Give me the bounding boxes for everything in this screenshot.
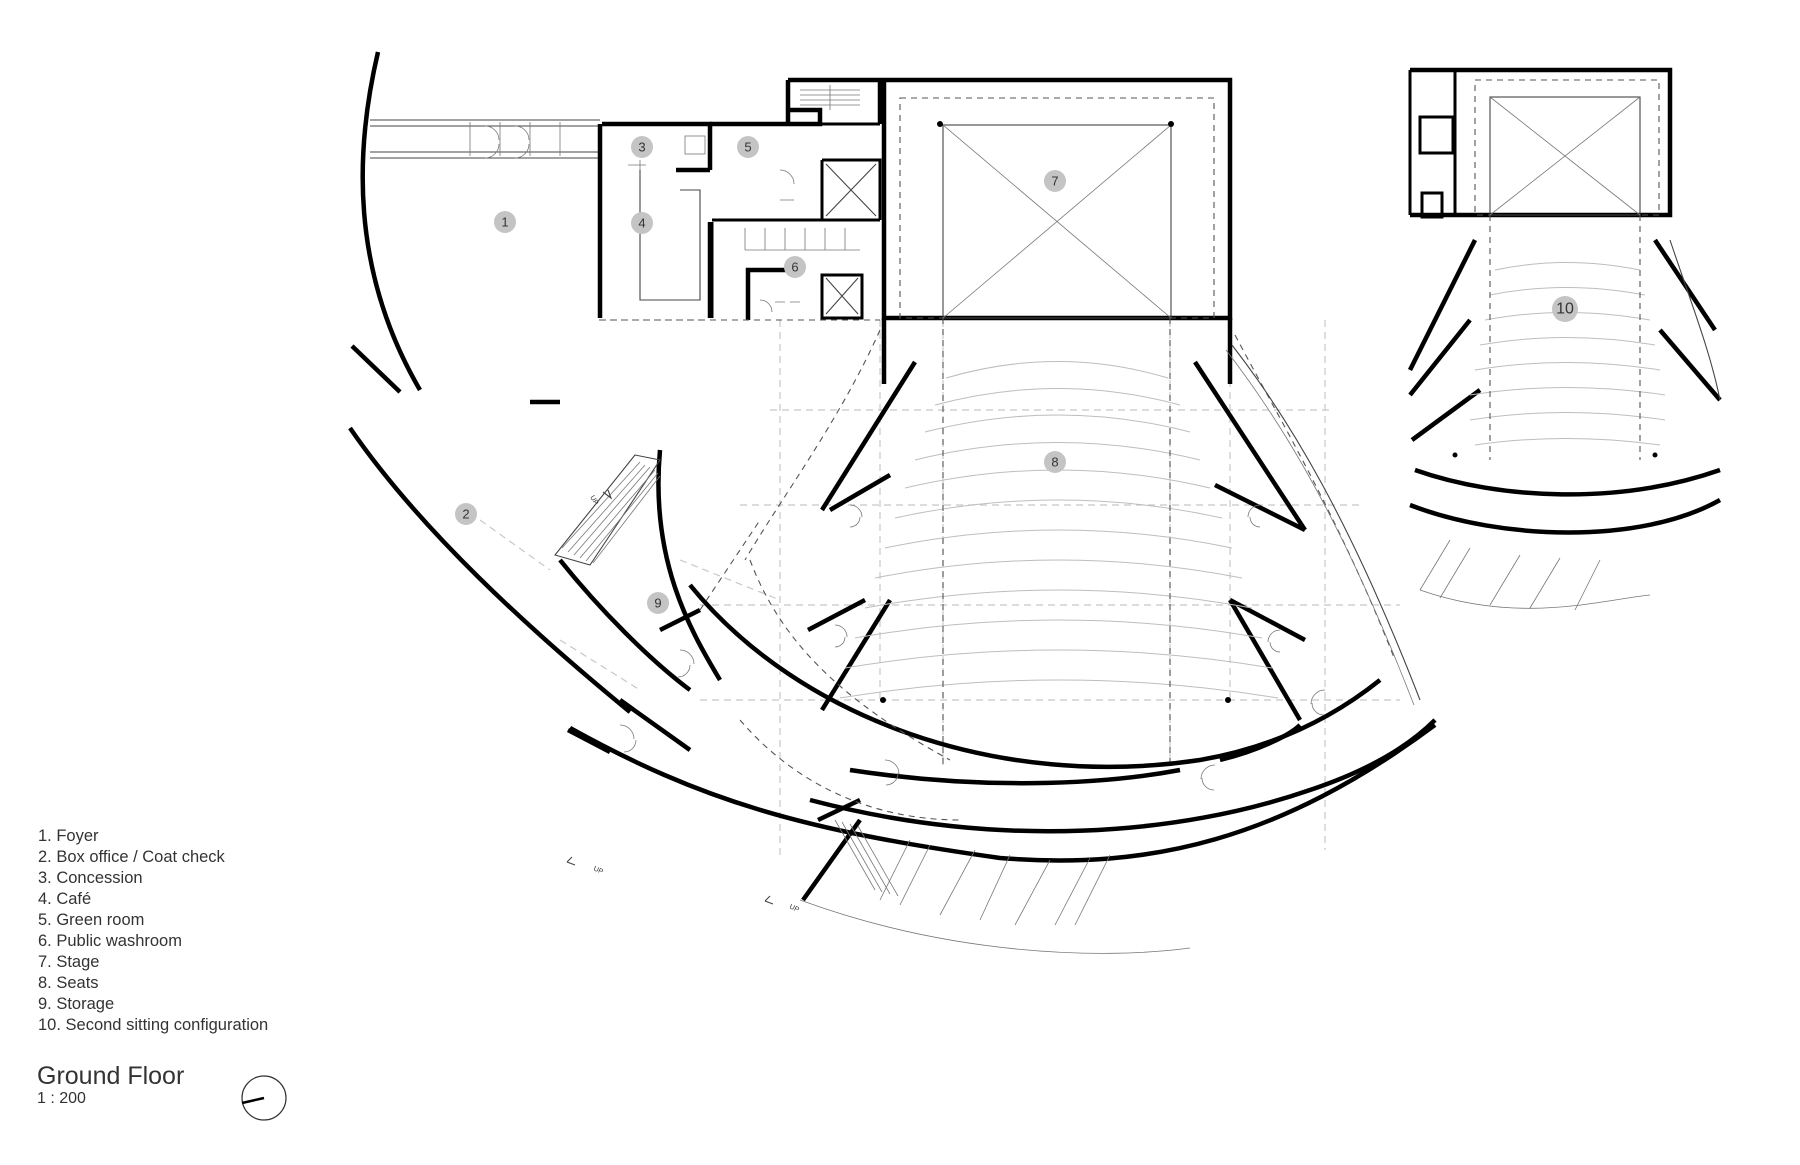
entrance-up-label-1: UP (592, 865, 604, 876)
room-number: 9 (654, 596, 661, 611)
room-number: 6 (791, 260, 798, 275)
legend-item-cafe: 4. Café (38, 890, 92, 908)
legend-item-green-room: 5. Green room (38, 911, 145, 929)
stage-block (881, 77, 1233, 384)
plan-title: Ground Floor (37, 1062, 185, 1090)
stair-up-label: UP (588, 495, 599, 507)
entrance-stair: UP UP (566, 819, 1111, 926)
room-tag-seats: 8 (1044, 451, 1066, 473)
room-tags: 1 2 3 4 5 6 7 8 (455, 136, 1578, 614)
legend-item-concession: 3. Concession (38, 869, 143, 887)
legend: 1. Foyer 2. Box office / Coat check 3. C… (38, 826, 268, 1036)
legend-item-foyer: 1. Foyer (38, 827, 99, 845)
legend-item-storage: 9. Storage (38, 995, 115, 1013)
service-block-walls (597, 77, 883, 321)
room-tag-washroom: 6 (784, 256, 806, 278)
room-tag-stage: 7 (1044, 170, 1066, 192)
entrance-up-label-2: UP (788, 903, 800, 914)
auditorium-walls (744, 329, 1421, 722)
room-tag-box-office: 2 (455, 503, 477, 525)
room-tag-concession: 3 (631, 136, 653, 158)
legend-item-box-office: 2. Box office / Coat check (38, 848, 225, 866)
legend-item-stage: 7. Stage (38, 953, 100, 971)
second-configuration (1407, 67, 1722, 611)
room-tag-cafe: 4 (631, 212, 653, 234)
seating-rows (839, 318, 1279, 765)
room-number: 4 (638, 216, 645, 231)
room-number: 10 (1556, 301, 1574, 318)
room-tag-storage: 9 (647, 592, 669, 614)
room-tag-green-room: 5 (737, 136, 759, 158)
room-tag-foyer: 1 (494, 211, 516, 233)
room-number: 1 (501, 215, 508, 230)
legend-item-washroom: 6. Public washroom (38, 932, 182, 950)
title-block: Ground Floor 1 : 200 (37, 1062, 184, 1108)
room-number: 8 (1051, 455, 1058, 470)
room-tag-second-configuration: 10 (1552, 296, 1578, 322)
legend-item-second-configuration: 10. Second sitting configuration (38, 1016, 269, 1034)
room-number: 3 (638, 140, 645, 155)
plan-scale: 1 : 200 (37, 1090, 86, 1107)
room-number: 5 (744, 140, 751, 155)
room-number: 7 (1051, 174, 1058, 189)
storage-stair: UP (554, 454, 661, 566)
north-arrow-icon (241, 1075, 287, 1121)
corridor-walls (348, 344, 1437, 954)
legend-item-seats: 8. Seats (38, 974, 99, 992)
room-number: 2 (462, 507, 469, 522)
